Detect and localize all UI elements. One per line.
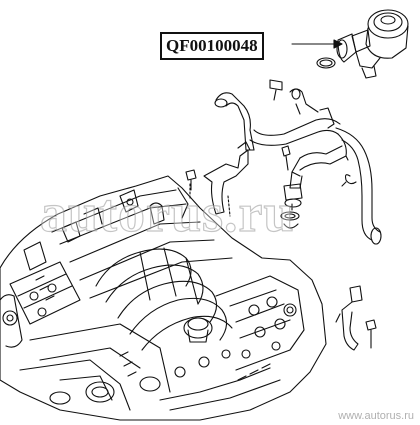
leader-arrow [291, 39, 343, 49]
part-number-label[interactable]: QF00100048 [160, 32, 264, 60]
side-bracket [335, 285, 377, 351]
watermark: autorus.ru [39, 182, 295, 243]
bracket [185, 141, 251, 215]
breather-valve-part [316, 9, 409, 79]
fittings [189, 145, 303, 229]
credit-text: www.autorus.ru [338, 410, 414, 422]
engine-block [0, 175, 327, 421]
hose-assembly [214, 79, 382, 245]
